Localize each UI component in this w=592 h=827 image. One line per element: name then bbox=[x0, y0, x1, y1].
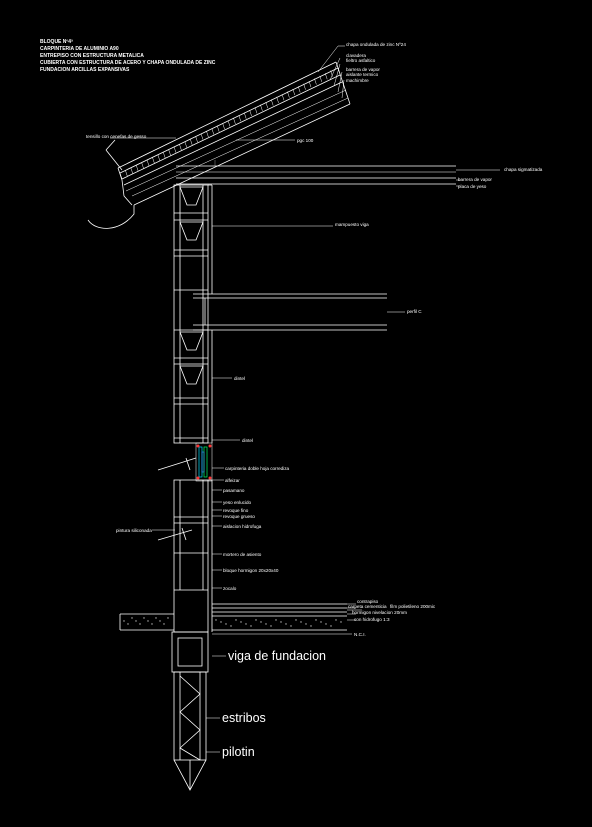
label-revoque-fino: revoque fino bbox=[223, 508, 249, 513]
label-machimbre: machimbre bbox=[346, 78, 369, 83]
window-frame bbox=[157, 442, 213, 482]
label-pintura-siliconada: pintura siliconada bbox=[116, 528, 152, 533]
upper-wall bbox=[173, 184, 213, 444]
floor-slab bbox=[119, 603, 347, 631]
title-line-3: ENTREPISO CON ESTRUCTURA METALICA bbox=[40, 53, 144, 59]
label-mortero: mortero de asiento bbox=[223, 552, 262, 557]
label-hormigon: hormigon nivelacion 20mm bbox=[352, 610, 407, 615]
roof bbox=[87, 61, 351, 229]
annotation-labels: chapa ondulada de zinc Nº24 clavadera fi… bbox=[86, 42, 543, 759]
title-line-4: CUBIERTA CON ESTRUCTURA DE ACERO Y CHAPA… bbox=[40, 60, 216, 66]
label-mampuesto: mampuesto viga bbox=[335, 222, 369, 227]
label-film: film polietileno 200mic bbox=[390, 604, 436, 609]
label-tensillo: tensillo con cenefas de gesso bbox=[86, 134, 147, 139]
label-nivel: N.C.I. bbox=[354, 632, 366, 637]
label-chapa-ondulada: chapa ondulada de zinc Nº24 bbox=[346, 42, 406, 47]
label-carpinteria: carpinteria doble hoja corrediza bbox=[225, 466, 290, 471]
ceiling-structure bbox=[176, 160, 456, 185]
label-yeso-enlucido: yeso enlucido bbox=[223, 500, 252, 505]
label-dintel-2: dintel bbox=[242, 438, 253, 443]
slab-texture bbox=[123, 617, 342, 627]
label-chapa-sigmatizada: chapa sigmatizada bbox=[504, 167, 543, 172]
label-contrapiso: contrapiso bbox=[357, 599, 379, 604]
label-bloque: bloque hormigon 20x20x40 bbox=[223, 568, 279, 573]
label-placa-yeso: placa de yeso bbox=[458, 184, 487, 189]
label-viga-fundacion: viga de fundacion bbox=[228, 649, 326, 663]
label-clavadera: clavadera bbox=[346, 53, 366, 58]
leader-lines bbox=[110, 45, 500, 753]
title-line-1: BLOQUE Nº4ª bbox=[40, 39, 73, 45]
label-alfeizar: alfeizar bbox=[225, 478, 240, 483]
label-perfil: perfil C bbox=[407, 309, 422, 314]
label-dintel-1: dintel bbox=[234, 376, 245, 381]
label-pgc: pgc 100 bbox=[297, 138, 314, 143]
lower-wall bbox=[157, 479, 213, 633]
label-estribos: estribos bbox=[222, 711, 266, 725]
label-pasamano: pasamano bbox=[223, 488, 245, 493]
label-aislacion-hidrofuga: aislacion hidrofuga bbox=[223, 524, 262, 529]
label-barrera-vapor: barrera de vapor bbox=[458, 177, 492, 182]
label-barrera-top: barrera de vapor bbox=[346, 67, 380, 72]
title-block: BLOQUE Nº4ª CARPINTERIA DE ALUMINIO A90 … bbox=[40, 39, 216, 73]
label-aislante: aislante termico bbox=[346, 72, 379, 77]
floor-beam bbox=[193, 293, 387, 331]
label-pilotin: pilotin bbox=[222, 745, 255, 759]
label-ceramico: con hidrofugo 1:3 bbox=[354, 617, 390, 622]
label-revoque-grueso: revoque grueso bbox=[223, 514, 255, 519]
label-fieltro: fieltro asfaltico bbox=[346, 58, 376, 63]
foundation bbox=[171, 631, 209, 791]
title-line-5: FUNDACION ARCILLAS EXPANSIVAS bbox=[40, 67, 130, 73]
label-carpeta: carpeta cementicia bbox=[348, 604, 387, 609]
title-line-2: CARPINTERIA DE ALUMINIO A90 bbox=[40, 46, 119, 52]
label-zocalo: zocalo bbox=[223, 586, 237, 591]
